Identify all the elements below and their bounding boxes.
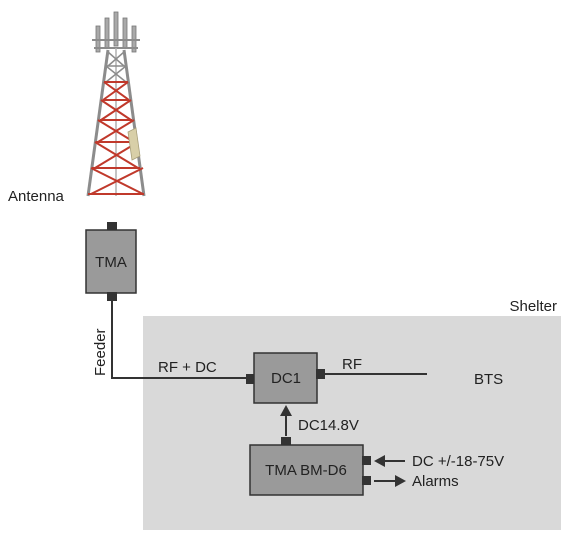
- dc-input-label: DC +/-18-75V: [412, 453, 504, 470]
- dc-voltage-label: DC14.8V: [298, 417, 359, 434]
- tma-block: TMA: [85, 222, 137, 301]
- tma-block-label: TMA: [95, 254, 127, 271]
- rf-label: RF: [342, 356, 362, 373]
- alarms-label: Alarms: [412, 473, 459, 490]
- feeder-label: Feeder: [92, 328, 109, 376]
- rf-dc-label: RF + DC: [158, 359, 217, 376]
- feeder-cable: [111, 300, 246, 379]
- dc-up-arrow: [280, 405, 292, 436]
- dc1-block: DC1: [246, 352, 325, 404]
- alarms-arrow: [374, 475, 406, 487]
- cell-tower-icon: [86, 11, 146, 197]
- tma-bm-d6-block: TMA BM-D6: [249, 437, 371, 496]
- antenna-label: Antenna: [8, 188, 65, 205]
- dc1-block-label: DC1: [271, 370, 301, 387]
- shelter-label: Shelter: [509, 298, 557, 315]
- dc-input-arrow: [374, 455, 405, 467]
- bts-label: BTS: [474, 371, 503, 388]
- tma-bm-d6-block-label: TMA BM-D6: [265, 462, 347, 479]
